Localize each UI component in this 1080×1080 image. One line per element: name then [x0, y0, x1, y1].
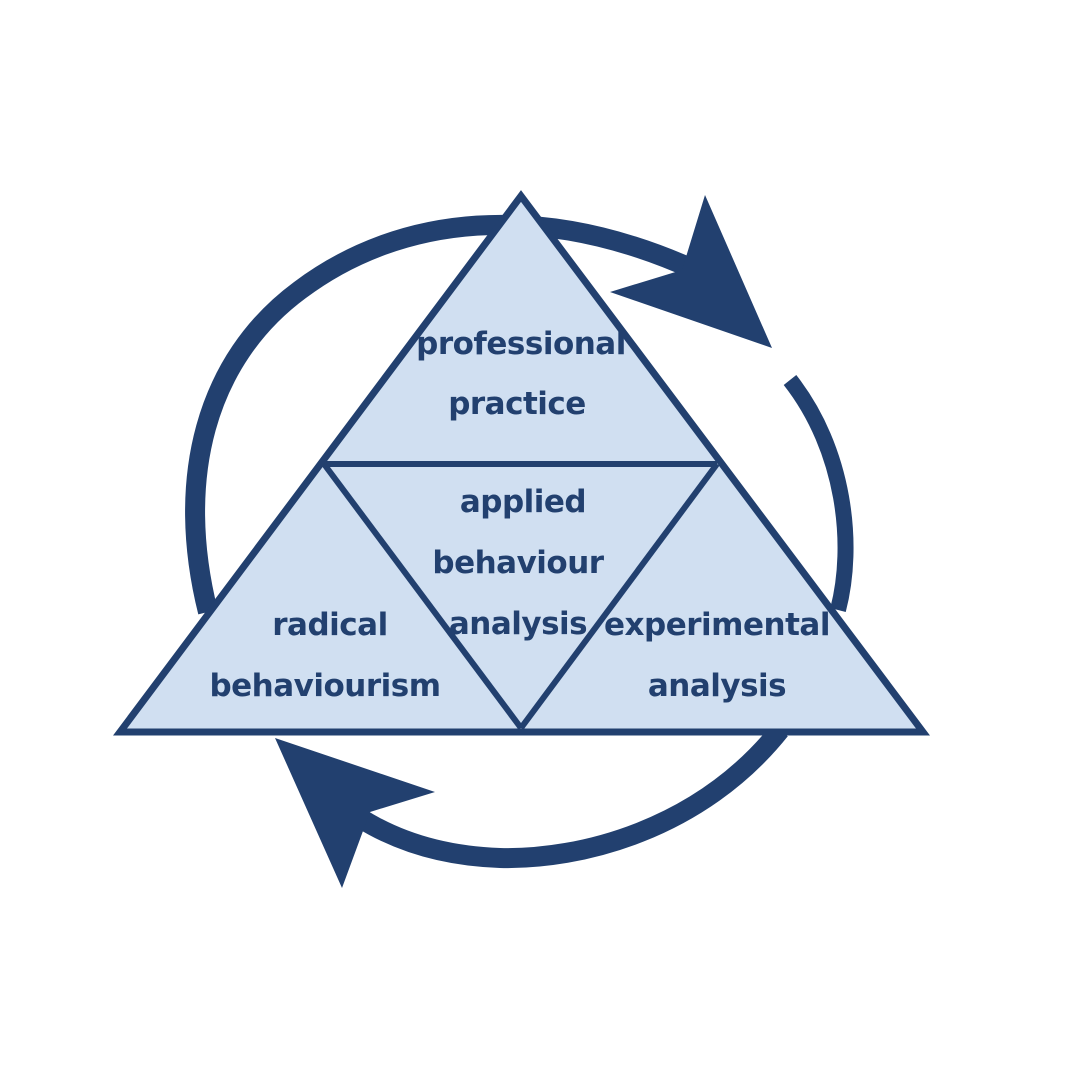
left-label-line1: radical — [272, 607, 387, 643]
arrowhead-upper-right-icon — [610, 195, 772, 348]
divider-right — [518, 462, 720, 730]
center-label-line3: analysis — [449, 606, 587, 642]
section-left-label: radical behaviourism — [209, 607, 441, 704]
divider-left — [321, 462, 524, 730]
left-label-line2: behaviourism — [209, 668, 440, 704]
top-label-line2: practice — [448, 386, 586, 422]
center-label-line1: applied — [460, 484, 586, 520]
inner-dividers — [321, 461, 720, 730]
right-label-line1: experimental — [604, 607, 830, 643]
top-label-line1: professional — [416, 326, 626, 362]
cycle-arc-lower — [354, 723, 788, 869]
arrowhead-lower-left-icon — [275, 738, 435, 888]
right-label-line2: analysis — [648, 668, 786, 704]
center-label-line2: behaviour — [432, 545, 604, 581]
section-center-label: applied behaviour analysis — [432, 484, 605, 642]
cycle-arc-upper — [185, 214, 700, 615]
cycle-arc-right — [783, 375, 854, 613]
section-right-label: experimental analysis — [604, 607, 830, 704]
section-top-label: professional practice — [416, 326, 626, 422]
cycle-arrows — [185, 214, 854, 869]
